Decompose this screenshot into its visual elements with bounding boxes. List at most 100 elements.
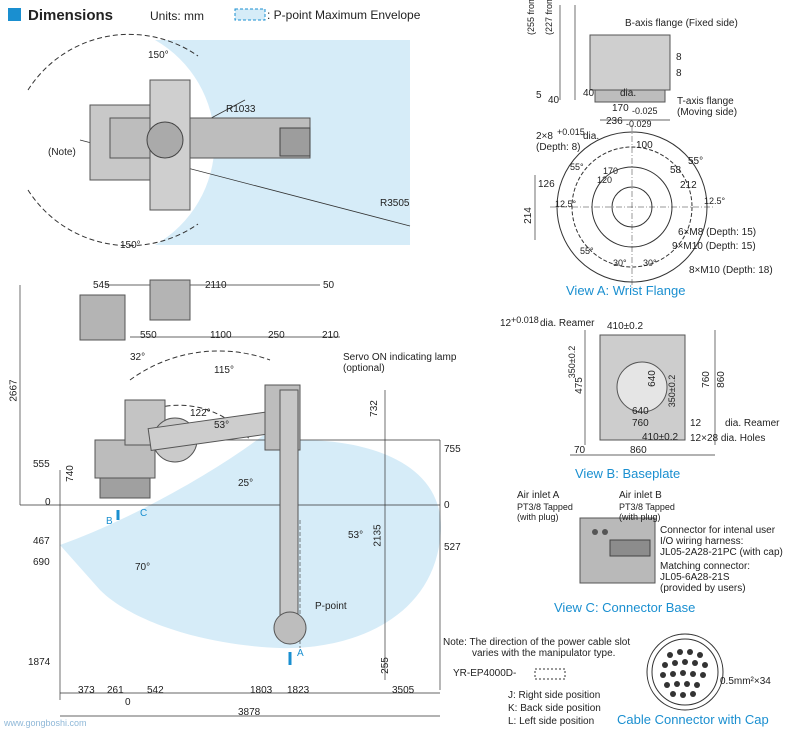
dimension-label: 212: [680, 180, 697, 191]
dimension-label: 8: [676, 52, 682, 63]
air-inlet-a-plug: (with plug): [517, 512, 559, 522]
envelope-legend-label: : P-point Maximum Envelope: [267, 8, 421, 22]
dimension-label: 50: [323, 280, 335, 291]
dimension-label: 350±0.2: [567, 345, 578, 379]
dimension-label: 1874: [28, 657, 51, 668]
dimension-label: 640: [632, 406, 649, 417]
tapped-hole-label: 6×M8 (Depth: 15): [678, 227, 757, 238]
dimension-label: 760: [632, 418, 649, 429]
angle-label: 122°: [190, 408, 211, 419]
dimension-label: 760: [700, 371, 712, 388]
dimension-label: 58: [670, 165, 682, 176]
radius-label: R3505: [380, 198, 410, 209]
air-inlet-b-plug: (with plug): [619, 512, 661, 522]
pin-depth: (Depth: 8): [536, 142, 581, 153]
angle-label: 53°: [214, 420, 230, 431]
view-a-caption: View A: Wrist Flange: [566, 283, 686, 298]
dimension-label: 126: [538, 179, 555, 190]
dimension-label: 350±0.2: [667, 374, 678, 408]
dimension-label: 690: [33, 557, 50, 568]
section-marker: [8, 8, 21, 21]
dimension-label: 170: [603, 166, 619, 176]
dimension-label: 210: [322, 330, 339, 341]
dimension-label: 0: [45, 497, 51, 508]
angle-label: 12.5°: [704, 196, 726, 206]
dimension-label: 640: [646, 370, 658, 387]
angle-label: 55°: [570, 162, 584, 172]
dimension-label: 2110: [205, 280, 227, 291]
model-code: YR-EP4000D-: [453, 668, 517, 679]
reamer-text: dia. Reamer: [540, 318, 595, 329]
radius-label: R1033: [226, 104, 256, 115]
reamer-tolerance: +0.018: [511, 315, 539, 325]
dimension-label: 8: [676, 68, 682, 79]
angle-label: 12.5°: [555, 199, 577, 209]
dimension-label: 214: [522, 207, 534, 224]
dimension-label: 100: [636, 140, 653, 151]
dimension-label: 1803: [250, 685, 273, 696]
angle-label: 53°: [348, 530, 364, 541]
dimension-label: 2135: [372, 524, 384, 547]
connector-desc: I/O wiring harness:: [660, 536, 744, 547]
dimension-label: 555: [33, 459, 50, 470]
air-inlet-b-label: Air inlet B: [619, 490, 662, 501]
connector-desc: JL05-2A28-21PC (with cap): [660, 547, 783, 558]
dimension-label: 860: [715, 371, 727, 388]
section-title: Dimensions: [28, 7, 114, 24]
view-c-marker: C: [140, 508, 148, 519]
view-c-caption: View C: Connector Base: [554, 600, 696, 615]
angle-label: 115°: [214, 365, 234, 376]
pin-label: 2×8: [536, 131, 553, 142]
angle-label: 55°: [580, 246, 594, 256]
dia-word: dia.: [620, 88, 637, 99]
dimension-label: 0: [444, 500, 450, 511]
envelope-legend-swatch: [234, 8, 266, 21]
air-inlet-b-spec: PT3/8 Tapped: [619, 502, 675, 512]
cable-caption: Cable Connector with Cap: [617, 712, 769, 727]
pin-tolerance: +0.015: [557, 127, 585, 137]
dimension-label: 542: [147, 685, 164, 696]
pin-dia: dia.: [583, 131, 600, 142]
note-line: Note: The direction of the power cable s…: [443, 637, 631, 648]
angle-label: 70°: [135, 562, 151, 573]
air-inlet-a-spec: PT3/8 Tapped: [517, 502, 573, 512]
view-b-marker: B: [106, 516, 113, 527]
dimension-label: 410±0.2: [642, 432, 679, 443]
option-l: L: Left side position: [508, 716, 595, 727]
top-view: [27, 33, 411, 247]
t-axis-flange-sub: (Moving side): [677, 107, 738, 118]
side-view: [19, 279, 441, 717]
dimension-label: 1823: [287, 685, 310, 696]
dimension-label: 3878: [238, 707, 261, 718]
connector-desc: JL05-6A28-21S: [660, 572, 730, 583]
view-b-caption: View B: Baseplate: [575, 466, 681, 481]
angle-label: 30°: [643, 258, 657, 268]
dimension-label: (255 from Point P): [526, 0, 536, 35]
dimension-label: 3505: [392, 685, 415, 696]
dimension-label: 0: [125, 697, 131, 708]
dimension-label: 410±0.2: [607, 321, 644, 332]
dimension-label: 70: [574, 445, 586, 456]
connector-desc: (provided by users): [660, 583, 746, 594]
angle-label: 55°: [688, 156, 704, 167]
holes-label: 12×28 dia. Holes: [690, 433, 766, 444]
wire-spec: 0.5mm²×34: [720, 676, 771, 687]
flange-side-view: [559, 5, 671, 121]
dimension-label: 2667: [8, 379, 20, 402]
t-axis-flange-label: T-axis flange: [677, 96, 734, 107]
reamer-text: dia. Reamer: [725, 418, 780, 429]
angle-label: 150°: [120, 240, 141, 251]
dimension-label: 545: [93, 280, 110, 291]
dimension-label: 40: [583, 88, 595, 99]
connector-base-drawing: [579, 517, 656, 584]
angle-label: 25°: [238, 478, 254, 489]
dimension-label: 755: [444, 444, 461, 455]
wrist-flange-drawing: [534, 125, 715, 290]
dimension-label: 261: [107, 685, 124, 696]
angle-label: 32°: [130, 352, 146, 363]
dimension-label: 120: [597, 175, 613, 185]
connector-desc: Matching connector:: [660, 561, 751, 572]
connector-desc: Connector for intenal user: [660, 525, 776, 536]
option-j: J: Right side position: [508, 690, 601, 701]
